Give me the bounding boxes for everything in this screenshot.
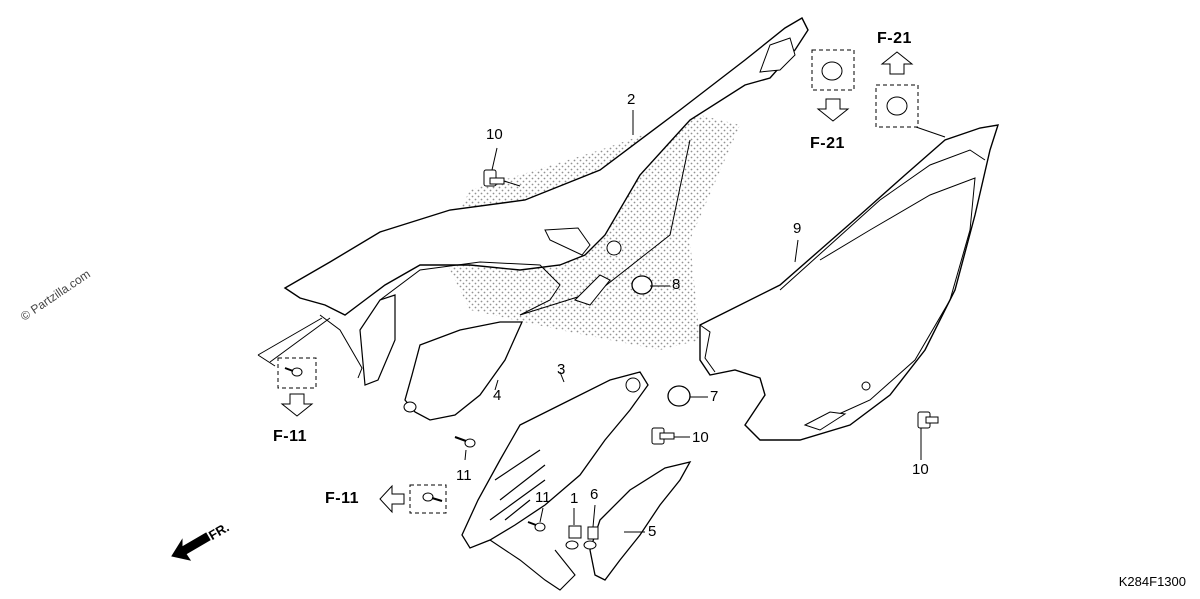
f11-down-arrow xyxy=(280,393,314,417)
part-2-inner-line xyxy=(379,139,691,316)
f21-box-right xyxy=(875,84,919,128)
f11-screw-icon xyxy=(422,492,443,502)
part-2-lower-flap xyxy=(359,294,396,386)
callout-3: 3 xyxy=(557,361,566,378)
callout-4: 4 xyxy=(493,387,502,404)
part-10-bolt-right[interactable] xyxy=(917,411,939,429)
f21-grommet-right xyxy=(886,96,908,116)
part-6-clip-base xyxy=(583,540,597,550)
part-9-right-cover[interactable] xyxy=(699,124,1000,441)
f11-box-left xyxy=(277,357,317,389)
part-4-grommet xyxy=(403,401,417,413)
leader-lines xyxy=(257,110,946,533)
ref-f11-bottom[interactable]: F-11 xyxy=(325,490,360,507)
callout-9: 9 xyxy=(793,220,802,237)
callout-1: 1 xyxy=(570,490,579,507)
part-9-slot xyxy=(803,411,847,431)
part-1-clip-base xyxy=(565,540,579,550)
callout-2: 2 xyxy=(627,91,636,108)
part-1-clip[interactable] xyxy=(568,525,582,539)
part-11-screw-bottom[interactable] xyxy=(527,521,546,532)
callout-8: 8 xyxy=(672,276,681,293)
f21-down-arrow xyxy=(816,98,850,122)
callout-11-bottom: 11 xyxy=(535,489,551,506)
callout-7: 7 xyxy=(710,388,719,405)
callout-5: 5 xyxy=(648,523,657,540)
f21-box-top xyxy=(811,49,855,91)
ref-f21-top[interactable]: F-21 xyxy=(877,30,912,47)
f11-screw-icon-left xyxy=(284,367,303,377)
f11-box-bottom xyxy=(409,484,447,514)
callout-10-top: 10 xyxy=(486,126,503,143)
part-6-clip[interactable] xyxy=(587,526,599,540)
callout-10-mid: 10 xyxy=(692,429,709,446)
front-direction-arrow xyxy=(171,532,211,561)
callout-6: 6 xyxy=(590,486,599,503)
part-3-hatch xyxy=(489,449,546,521)
part-9-hole xyxy=(861,381,871,391)
part-9-lower-ridge xyxy=(819,177,976,419)
ref-f11-left[interactable]: F-11 xyxy=(273,428,308,445)
part-11-screw-left[interactable] xyxy=(454,436,476,448)
part-2-bracket xyxy=(544,227,591,256)
part-10-bolt-mid[interactable] xyxy=(651,427,675,445)
part-9-front-stay xyxy=(699,324,716,373)
part-7-washer[interactable] xyxy=(667,385,691,407)
f21-grommet-top xyxy=(821,61,843,81)
part-8-grommet-2[interactable] xyxy=(606,240,622,256)
f11-left-arrow xyxy=(379,484,405,514)
part-10-bolt-top[interactable] xyxy=(483,169,521,187)
f21-up-arrow xyxy=(880,51,914,75)
part-9-inner-edge xyxy=(779,149,986,291)
part-2-slot xyxy=(574,274,611,306)
part-5-guard[interactable] xyxy=(589,461,692,581)
part-2-front-stay xyxy=(319,314,363,379)
ref-f21-bottom[interactable]: F-21 xyxy=(810,135,845,152)
part-3-tail xyxy=(489,539,576,591)
part-3-lower-cover[interactable] xyxy=(461,371,649,549)
part-8-grommet[interactable] xyxy=(631,275,653,295)
part-2-side-cover[interactable] xyxy=(283,17,809,316)
callout-11-left: 11 xyxy=(456,467,472,484)
diagram-code: K284F1300 xyxy=(1118,574,1186,589)
part-4-inner-cover[interactable] xyxy=(404,321,524,421)
part-3-boss xyxy=(625,377,641,393)
callout-10-right: 10 xyxy=(912,461,929,478)
part-2-top-tab xyxy=(759,37,796,73)
